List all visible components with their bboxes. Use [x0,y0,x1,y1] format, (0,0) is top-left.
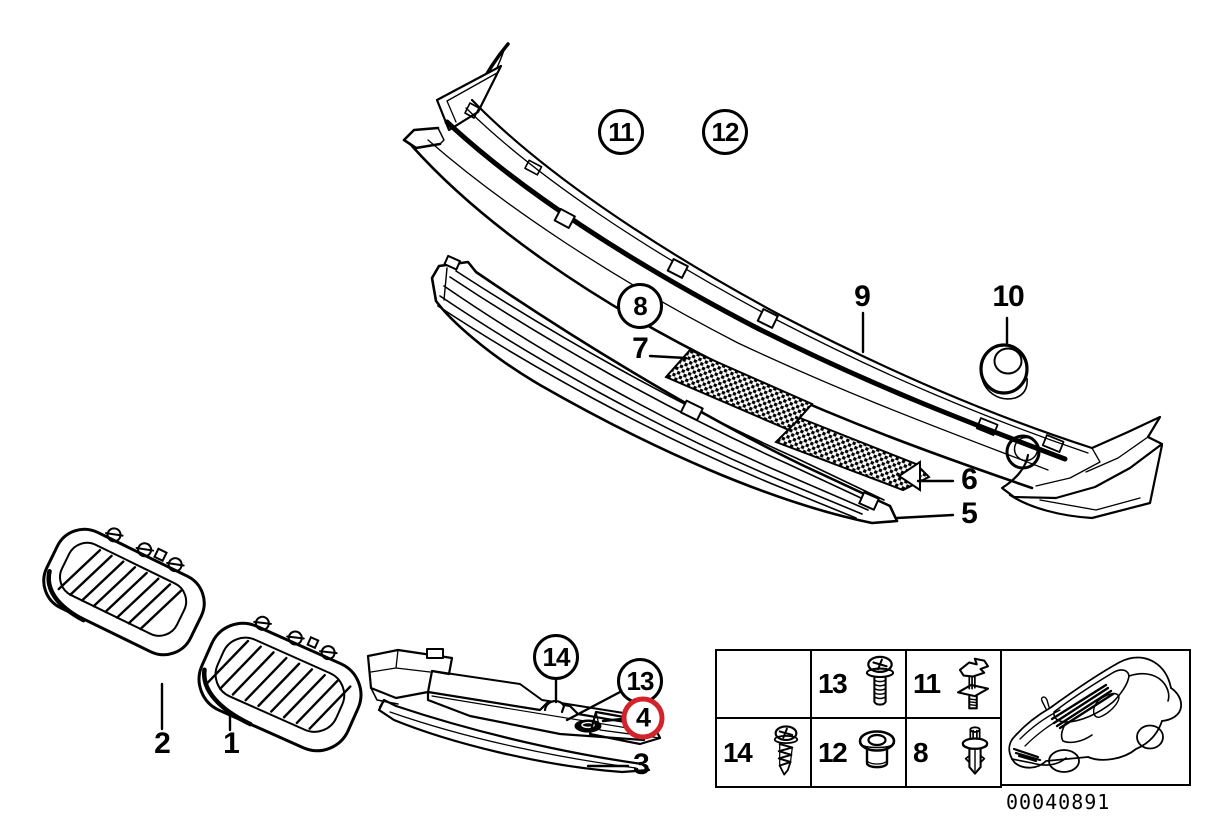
legend-cell-8[interactable]: 8 [905,717,1000,786]
callout-10[interactable]: 10 [992,280,1024,313]
leader-lines [160,311,1009,768]
expansion-clip-icon [957,657,989,710]
cowl-panel-part-9 [402,42,1164,520]
tapping-screw-icon [773,724,799,775]
grommet-part-10 [979,343,1029,400]
fastener-legend-table: 13 11 14 [715,649,1002,788]
legend-cell-12[interactable]: 12 [810,717,905,786]
kidney-grille-part-2 [42,527,206,657]
legend-label-8: 8 [913,736,929,768]
callout-14[interactable]: 14 [533,634,579,680]
carrier-bracket-part-4 [366,648,662,746]
legend-label-13: 13 [818,668,848,699]
car-location-thumbnail [1000,649,1191,786]
callout-6[interactable]: 6 [961,463,978,496]
callout-8[interactable]: 8 [617,283,663,329]
trim-strip-part-3 [377,698,651,774]
legend-label-11: 11 [913,668,941,699]
grommet-icon [858,729,896,768]
car-sketch [1008,656,1183,773]
legend-label-12: 12 [818,736,848,768]
kidney-grille-part-1 [197,615,363,753]
callout-3[interactable]: 3 [633,748,650,781]
callout-5[interactable]: 5 [961,497,978,530]
callout-4-selected[interactable]: 4 [621,696,665,740]
callout-12[interactable]: 12 [702,109,748,155]
legend-cell-empty [717,651,810,717]
callout-11[interactable]: 11 [598,109,644,155]
callout-7[interactable]: 7 [632,332,649,365]
expanding-rivet-icon [961,725,989,775]
cowl-grille-part-5 [430,254,899,525]
legend-cell-14[interactable]: 14 [717,717,810,786]
mesh-insert-part-6 [774,416,931,492]
legend-cell-13[interactable]: 13 [810,651,905,717]
legend-label-14: 14 [723,736,753,768]
drawing-number: 00040891 [1006,790,1111,814]
machine-screw-icon [865,655,895,706]
legend-cell-11[interactable]: 11 [905,651,1000,717]
callout-1[interactable]: 1 [223,727,240,760]
callout-9[interactable]: 9 [854,280,871,313]
callout-2[interactable]: 2 [154,727,171,760]
mesh-insert-part-7 [664,348,814,432]
